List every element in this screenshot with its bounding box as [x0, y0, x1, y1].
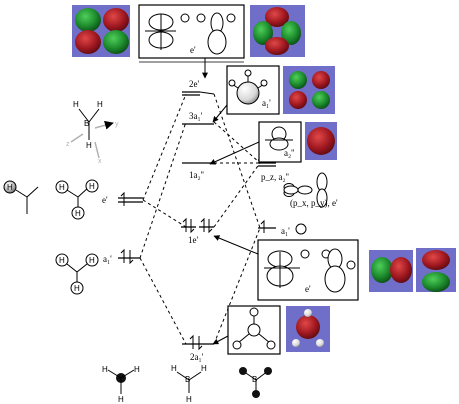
- box-2a1: [227, 305, 281, 355]
- py-orbital-icon: [316, 172, 328, 208]
- svg-text:H: H: [89, 182, 95, 191]
- box-e-lower-label: e': [305, 284, 311, 294]
- box-e-lower: e': [257, 239, 359, 301]
- box-top-e: e': [138, 4, 245, 63]
- axis-y-label: y: [115, 121, 119, 128]
- mo-label-2a1: 2a₁': [190, 352, 204, 362]
- s-orbital-icon: [295, 223, 307, 235]
- salc-e-sketch-2: H H H: [55, 179, 99, 220]
- mo-level-1a2: 1a₂'': [182, 162, 214, 180]
- svg-text:H: H: [171, 364, 177, 373]
- px-orbital-icon: [283, 185, 313, 195]
- axis-x-label: x: [98, 158, 102, 165]
- arrow-a1: [212, 104, 228, 123]
- svg-text:B: B: [252, 375, 257, 384]
- box-top-e-label: e': [190, 45, 196, 55]
- salc-a1-sketch: H H H: [55, 253, 99, 295]
- box-a1: a₁': [226, 65, 280, 115]
- mo-level-3a1: 3a₁': [182, 111, 214, 125]
- svg-text:H: H: [75, 209, 81, 218]
- svg-text:H: H: [74, 284, 80, 293]
- b-level-s: a₁': [258, 219, 307, 236]
- mo-label-1a2: 1a₂'': [189, 170, 204, 180]
- mo-image-a2: [305, 122, 337, 160]
- svg-text:H: H: [201, 364, 207, 373]
- bottom-b-sketch: B: [239, 367, 272, 398]
- svg-text:B: B: [185, 375, 190, 384]
- b-label-pxpy: (p_x, p_y), e': [290, 198, 338, 208]
- arrow-2a1: [212, 335, 229, 345]
- b-label-s: a₁': [281, 226, 290, 236]
- mo-image-top-left: [72, 5, 130, 57]
- salc-level-a1: a₁': [103, 248, 140, 265]
- arrow-a2: [209, 141, 260, 165]
- axis-z-label: z: [66, 141, 70, 148]
- correlation-lines: [139, 93, 261, 345]
- svg-text:H: H: [118, 395, 124, 404]
- box-a1-label: a₁': [262, 98, 271, 108]
- mo-label-3a1: 3a₁': [189, 111, 203, 121]
- svg-text:H: H: [186, 395, 192, 404]
- mo-label-1e: 1e': [188, 235, 198, 245]
- svg-text:H: H: [7, 183, 13, 192]
- svg-text:H: H: [59, 183, 65, 192]
- arrow-e-lower: [213, 235, 259, 255]
- salc-label-a1: a₁': [103, 254, 112, 264]
- mo-label-2e: 2e': [189, 79, 199, 89]
- salc-level-e: e': [102, 191, 143, 206]
- bh3-axis-sketch: H H B H y z x: [66, 100, 119, 165]
- mo-level-1e: 1e': [181, 217, 214, 245]
- box-a2: a₂'': [258, 121, 302, 163]
- salc-label-e: e': [102, 195, 108, 205]
- bh3-h2-label: H: [97, 100, 103, 109]
- mo-image-top-right: [250, 5, 305, 57]
- mo-level-2a1: 2a₁': [182, 334, 214, 362]
- bh3-h1-label: H: [73, 100, 79, 109]
- mo-image-2a1: [286, 306, 330, 352]
- salc-e-sketch-1: H: [3, 180, 39, 214]
- bottom-h3-sketch: H H H: [102, 365, 140, 404]
- svg-text:H: H: [102, 365, 108, 374]
- b-label-pz: p_z, a₂'': [261, 172, 289, 182]
- svg-text:H: H: [89, 256, 95, 265]
- mo-image-a1: [283, 66, 335, 114]
- svg-text:H: H: [59, 256, 65, 265]
- bh3-b-label: B: [84, 119, 89, 128]
- b-level-pz: p_z, a₂'': [258, 159, 289, 182]
- mo-image-e-lower-2: [416, 248, 456, 292]
- mo-level-2e: 2e': [182, 79, 215, 96]
- bh3-h3-label: H: [86, 141, 92, 150]
- bottom-bh3-sketch: B H H H: [171, 364, 207, 404]
- box-a2-label: a₂'': [284, 148, 295, 158]
- svg-text:H: H: [134, 365, 140, 374]
- mo-image-e-lower-1: [369, 250, 413, 292]
